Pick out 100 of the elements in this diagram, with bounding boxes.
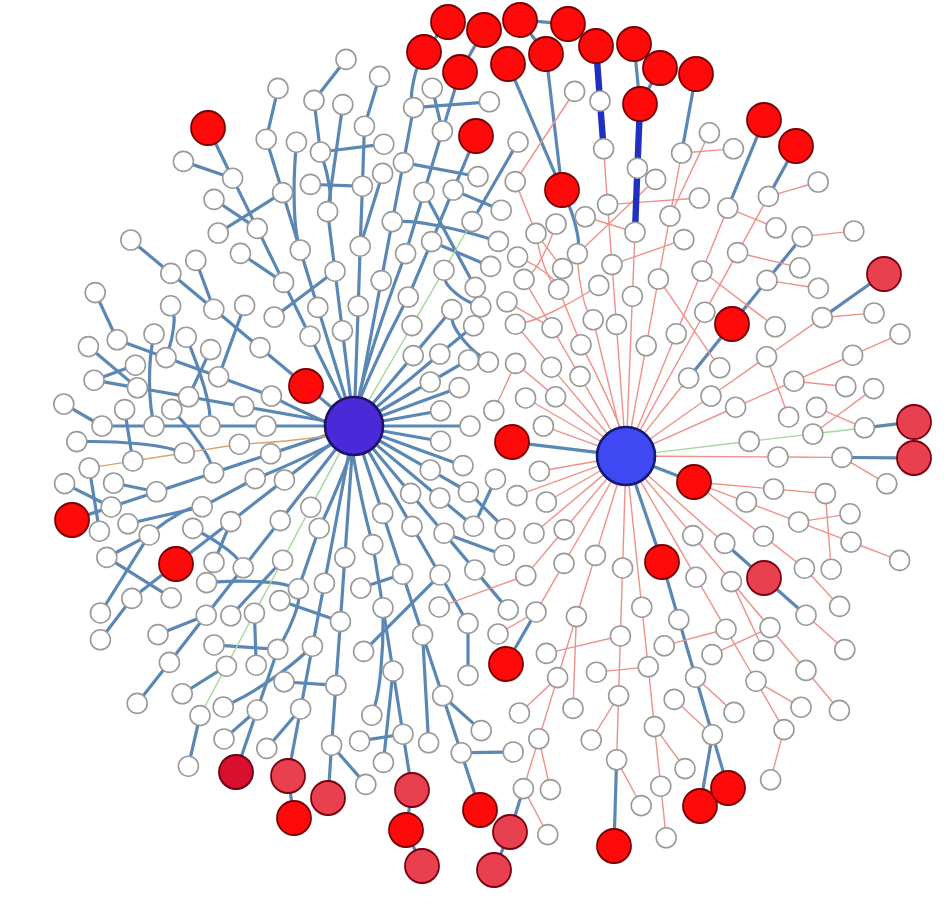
connector-line [633, 481, 659, 548]
connector-line [121, 483, 149, 492]
node-circle [203, 551, 225, 574]
node-circle [831, 446, 853, 469]
connector-line [368, 575, 395, 587]
node-circle [677, 367, 700, 389]
node-circle [767, 446, 789, 468]
connector-line [209, 481, 248, 504]
node-circle [698, 122, 721, 144]
connector-line [554, 469, 602, 498]
connector-line [497, 371, 513, 403]
node-circle [611, 557, 634, 579]
node-circle [553, 518, 575, 541]
connector-line [859, 544, 891, 558]
connector-line [187, 526, 225, 556]
connector-line [313, 108, 321, 144]
connector-line [359, 304, 406, 400]
connector-line [770, 541, 798, 563]
node-circle [720, 570, 743, 593]
node-circle [835, 375, 857, 398]
connector-line [622, 484, 626, 559]
node-circle [726, 241, 749, 264]
connector-line [700, 585, 722, 622]
connector-line [530, 232, 554, 274]
connector-line [136, 244, 165, 269]
node-circle [876, 473, 898, 495]
connector-line [514, 306, 545, 324]
node-circle [442, 54, 478, 90]
connector-line [367, 734, 395, 742]
connector-line [443, 86, 457, 123]
node-circle [397, 286, 419, 308]
node-circle [189, 704, 211, 727]
node-circle [659, 205, 681, 227]
connector-line [403, 115, 414, 155]
node-circle [431, 685, 454, 707]
node-circle [863, 302, 885, 324]
node-circle [506, 484, 528, 507]
node-circle [417, 732, 440, 754]
connector-line [513, 78, 557, 176]
connector-line [557, 374, 609, 435]
node-circle [382, 660, 404, 682]
connector-line [200, 531, 240, 561]
node-circle [457, 664, 479, 687]
connector-line [540, 473, 605, 528]
node-circle [525, 601, 547, 623]
node-circle [232, 557, 254, 579]
node-circle [528, 36, 564, 72]
connector-line [746, 254, 791, 267]
connector-line [479, 576, 504, 604]
connector-line [620, 577, 623, 627]
connector-line [381, 424, 462, 428]
node-circle [89, 602, 112, 624]
node-circle [448, 376, 470, 399]
connector-line [639, 320, 701, 432]
hub-circle [323, 395, 385, 457]
node-circle [504, 170, 526, 193]
connector-line [649, 401, 704, 440]
node-circle [588, 274, 610, 297]
node-circle [714, 532, 736, 555]
node-circle [124, 354, 147, 376]
node-circle [147, 623, 169, 646]
node-circle [372, 751, 395, 774]
node-circle [637, 656, 659, 678]
connector-line [831, 313, 865, 318]
connector-line [374, 358, 434, 409]
connector-line [734, 589, 761, 643]
connector-line [569, 477, 609, 523]
connector-line [597, 107, 607, 143]
connector-line [603, 158, 608, 196]
node-circle [793, 557, 816, 579]
node-circle [430, 4, 466, 40]
connector-line [872, 422, 899, 429]
connector-line [289, 717, 301, 761]
node-circle [722, 138, 745, 160]
node-circle [888, 549, 911, 572]
node-circle [269, 589, 291, 612]
node-circle [300, 496, 322, 518]
connector-line [365, 84, 379, 119]
connector-line [744, 384, 786, 404]
connector-line [771, 242, 798, 275]
node-circle [332, 93, 354, 116]
connector-line [290, 442, 333, 476]
connector-line [659, 733, 680, 762]
node-circle [674, 757, 696, 780]
connector-line [415, 533, 437, 568]
connector-line [648, 676, 655, 718]
connector-line [319, 315, 348, 400]
node-circle [566, 243, 589, 265]
connector-line [404, 582, 422, 628]
connector-line [541, 240, 558, 262]
connector-line [636, 342, 674, 430]
connector-line [361, 134, 366, 178]
connector-line [705, 216, 725, 263]
connector-line [445, 330, 468, 350]
connector-line [531, 536, 559, 569]
node-circle [177, 755, 200, 777]
node-circle [391, 563, 414, 585]
node-circle [621, 285, 644, 307]
node-circle [626, 157, 649, 179]
connector-line [384, 521, 402, 567]
